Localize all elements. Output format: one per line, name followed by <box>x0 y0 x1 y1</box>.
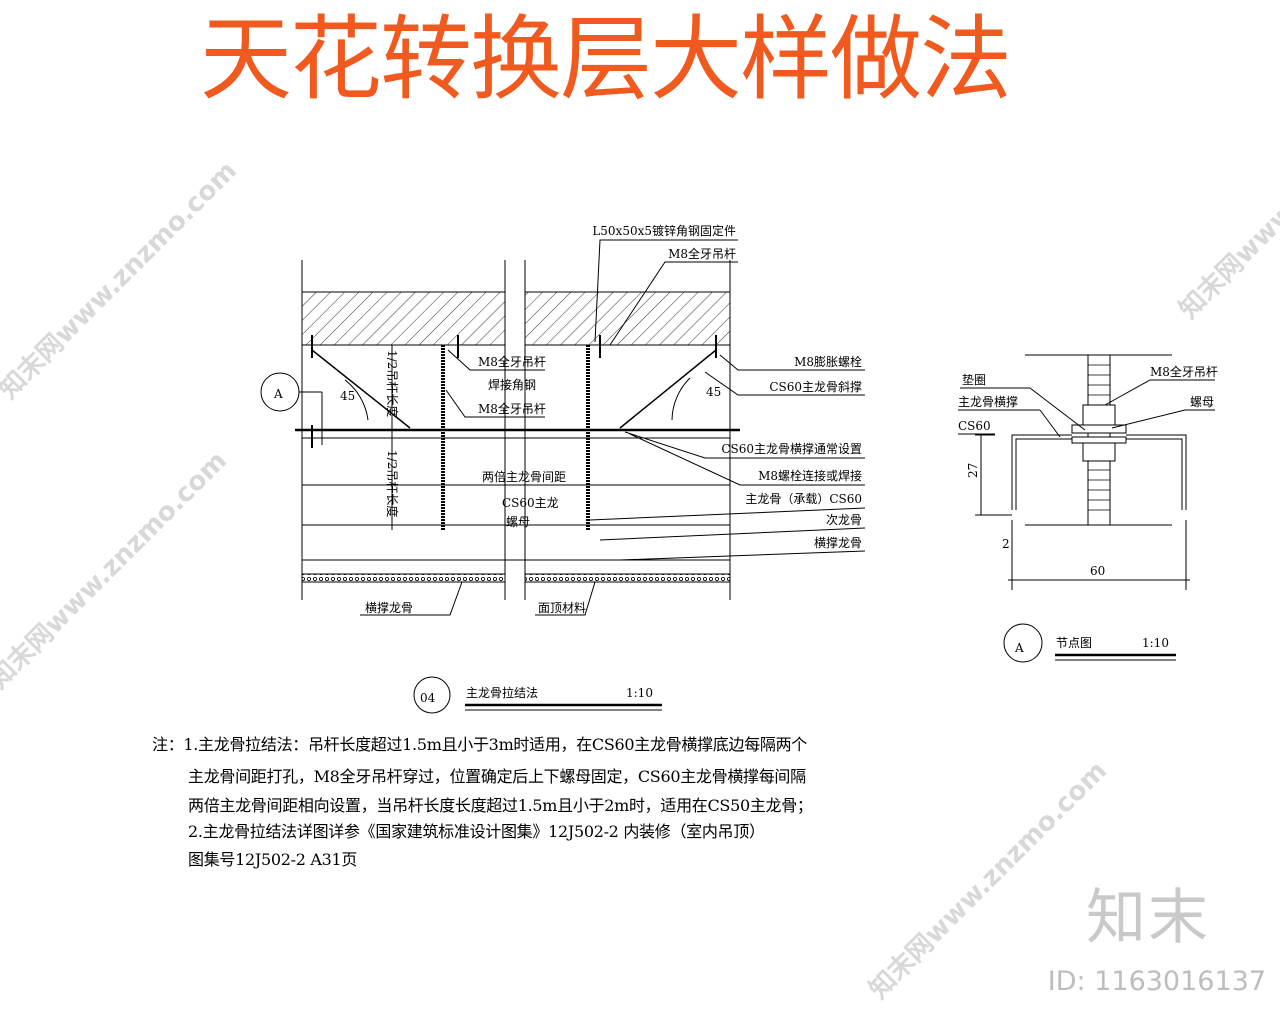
label: 主龙骨（承载）CS60 <box>745 492 862 506</box>
detail-scale: 1:10 <box>626 686 653 700</box>
detail-04-drawing <box>260 239 866 714</box>
note-line: 注：1.主龙骨拉结法：吊杆长度超过1.5m且小于3m时适用，在CS60主龙骨横撑… <box>152 735 807 754</box>
detail-title: 节点图 <box>1056 636 1092 650</box>
label: 两倍主龙骨间距 <box>482 469 566 484</box>
angle-label: 45 <box>706 385 721 399</box>
note-line: 图集号12J502-2 A31页 <box>188 850 358 869</box>
label: 横撑龙骨 <box>365 600 413 615</box>
label: CS60 <box>958 419 991 433</box>
brand-logo: 知末 <box>1086 883 1210 953</box>
detail-04-labels: L50x50x5镀锌角钢固定件 M8全牙吊杆 M8膨胀螺栓 CS60主龙骨斜撑 … <box>273 223 862 705</box>
label: M8全牙吊杆 <box>478 354 546 369</box>
dimension-label: 1/2吊杆长度 <box>385 450 400 517</box>
expansion-bolts <box>311 335 717 358</box>
overlay-title: 天花转换层大样做法 <box>200 6 1012 113</box>
ceiling-board <box>524 573 731 583</box>
watermark: 知末网www.znzmo.com <box>1174 76 1280 325</box>
callout-letter: A <box>273 387 283 401</box>
label: 螺母 <box>506 515 530 529</box>
cs60-channel <box>1011 434 1187 510</box>
label: M8螺栓连接或焊接 <box>758 468 862 483</box>
label: M8全牙吊杆 <box>668 246 736 261</box>
label: 次龙骨 <box>826 513 862 527</box>
dimension-label: 1/2吊杆长度 <box>385 350 400 417</box>
ceiling-board <box>301 573 506 583</box>
diagonal-brace <box>619 349 717 429</box>
detail-title: 主龙骨拉结法 <box>466 685 538 700</box>
label: M8膨胀螺栓 <box>794 354 862 369</box>
image-id: ID: 1163016137 <box>1047 966 1266 997</box>
note-line: 两倍主龙骨间距相向设置，当吊杆长度长度超过1.5m且小于2m时，适用在CS50主… <box>188 796 813 815</box>
label: CS60主龙骨横撑通常设置 <box>721 441 862 456</box>
label: 螺母 <box>1190 395 1214 409</box>
label: L50x50x5镀锌角钢固定件 <box>592 223 736 238</box>
angle-label: 45 <box>340 389 355 403</box>
label: M8全牙吊杆 <box>1150 364 1218 379</box>
label: 横撑龙骨 <box>814 535 862 550</box>
detail-A-labels: 垫圈 主龙骨横撑 CS60 M8全牙吊杆 螺母 27 2 60 A 节点图 1:… <box>958 364 1218 655</box>
detail-scale: 1:10 <box>1142 636 1169 650</box>
label: M8全牙吊杆 <box>478 401 546 416</box>
dimension-label: 27 <box>966 463 980 478</box>
diagonal-brace <box>311 349 411 429</box>
label: 焊接角钢 <box>488 377 536 392</box>
label: CS60主龙骨斜撑 <box>769 379 862 394</box>
detail-number: 04 <box>420 691 436 705</box>
label: 主龙骨横撑 <box>958 394 1018 409</box>
watermark: 知末网www.znzmo.com <box>0 446 233 695</box>
washer <box>1071 424 1127 434</box>
watermark: 知末网www.znzmo.com <box>0 156 243 405</box>
note-line: 2.主龙骨拉结法详图详参《国家建筑标准设计图集》12J502-2 内装修（室内吊… <box>188 822 765 841</box>
nut-top <box>1082 404 1116 426</box>
nut-bottom <box>1082 442 1116 462</box>
note-line: 主龙骨间距打孔，M8全牙吊杆穿过，位置确定后上下螺母固定，CS60主龙骨横撑每间… <box>188 767 806 786</box>
label: 垫圈 <box>962 372 986 387</box>
label: 面顶材料 <box>538 601 586 615</box>
label: CS60主龙 <box>502 496 559 510</box>
concrete-slab-left <box>301 291 506 346</box>
detail-letter: A <box>1014 641 1024 655</box>
detail-A-drawing <box>958 354 1215 663</box>
dimension-label: 60 <box>1090 564 1105 578</box>
dimension-label: 2 <box>1002 537 1010 551</box>
